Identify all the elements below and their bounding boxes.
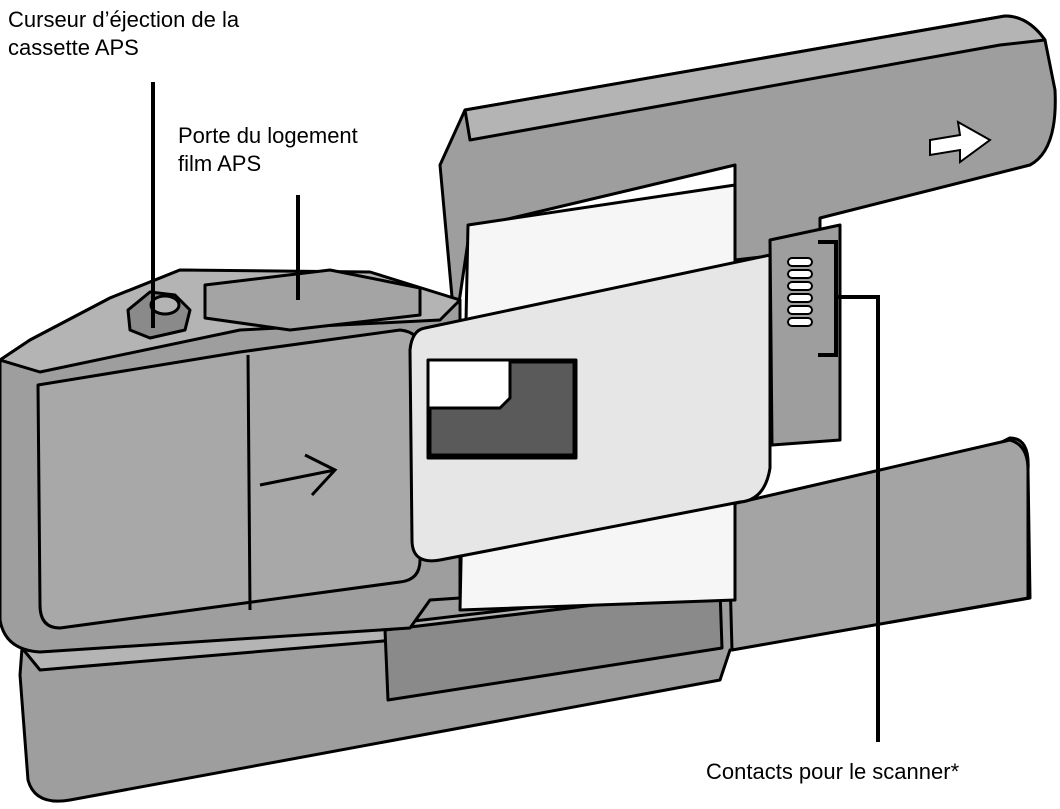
contact-pin (787, 257, 813, 267)
contact-pin (787, 269, 813, 279)
panel-divider (246, 354, 252, 611)
film-door (203, 268, 422, 332)
leader-line-contacts (836, 295, 880, 742)
contact-pin (787, 281, 813, 291)
contact-pin (787, 293, 813, 303)
callout-eject-line1: Curseur d’éjection de la (8, 7, 240, 32)
arrow-outline-icon (259, 453, 338, 497)
callout-contacts-text: Contacts pour le scanner* (706, 759, 960, 784)
callout-eject-slider: Curseur d’éjection de la cassette APS (8, 6, 338, 62)
main-body-front-panel (36, 328, 422, 630)
eject-slider-knob (149, 294, 181, 316)
callout-eject-line2: cassette APS (8, 35, 139, 60)
contact-pin (787, 317, 813, 327)
contact-pin (787, 305, 813, 315)
callout-door-line1: Porte du logement (178, 123, 358, 148)
arrow-right-icon (929, 120, 992, 164)
callout-film-door: Porte du logement film APS (178, 122, 418, 178)
film-window-shadow (428, 360, 576, 457)
callout-door-line2: film APS (178, 151, 262, 176)
callout-scanner-contacts: Contacts pour le scanner* (706, 758, 1056, 786)
top-slider-face (463, 14, 1047, 142)
frame-panel (408, 253, 772, 563)
